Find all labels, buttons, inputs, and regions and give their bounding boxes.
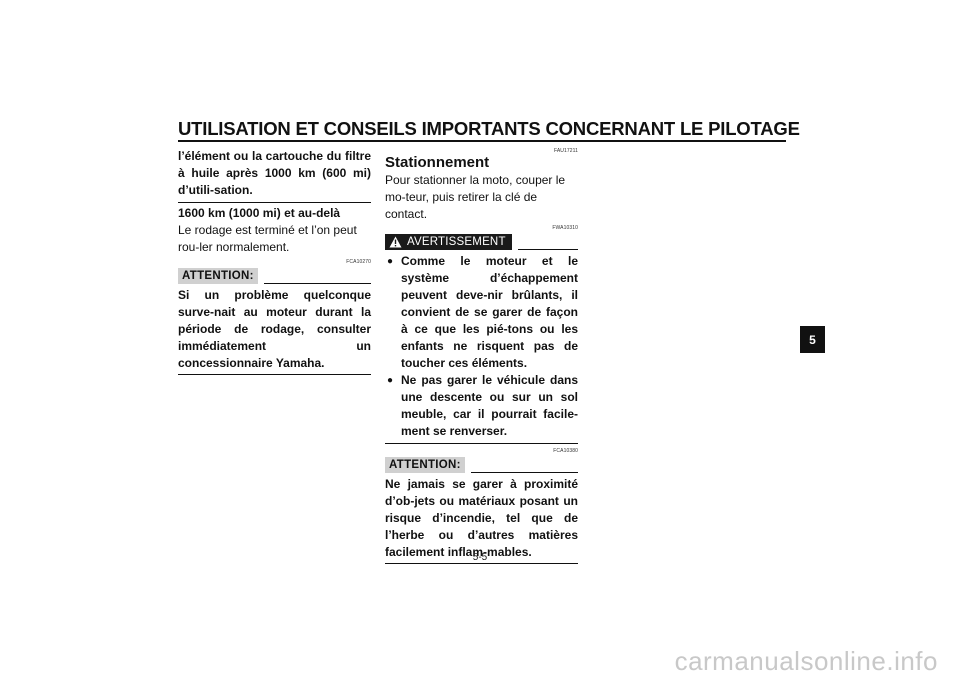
bullet-text: Comme le moteur et le système d’échappem… [401,254,578,370]
attention-label: ATTENTION: [385,457,465,473]
attention-code: FCA10270 [346,259,371,265]
intro-paragraph: l’élément ou la cartouche du filtre à hu… [178,149,371,197]
section-divider [178,202,371,203]
warning-code: FWA10310 [552,225,578,231]
warning-end-rule [385,443,578,444]
attention-header: ATTENTION: [385,457,578,473]
bullet-text: Ne pas garer le véhicule dans une descen… [401,373,578,438]
section-code: FAU17211 [553,148,578,154]
attention-header-rule [263,283,371,284]
chapter-tab: 5 [800,326,825,353]
attention-text: Ne jamais se garer à proximité d’ob-jets… [385,477,578,559]
warning-bullet-item: ● Comme le moteur et le système d’échapp… [385,253,578,372]
attention-header: ATTENTION: [178,268,371,284]
body-paragraph: Le rodage est terminé et l’on peut rou-l… [178,223,357,254]
attention-label: ATTENTION: [178,268,258,284]
warning-bullet-list: ● Comme le moteur et le système d’échapp… [385,253,578,440]
warning-bullet-item: ● Ne pas garer le véhicule dans une desc… [385,372,578,440]
header-rule [178,140,786,142]
section-body: Pour stationner la moto, couper le mo-te… [385,173,566,221]
right-column: FAU17211 Stationnement Pour stationner l… [385,148,578,564]
page-number: 5-5 [472,552,488,563]
watermark: carmanualsonline.info [674,646,938,676]
warning-triangle-icon [389,236,402,248]
warning-label-box: AVERTISSEMENT [385,234,512,250]
attention-header-rule [470,472,578,473]
bullet-icon: ● [387,375,394,386]
bullet-icon: ● [387,256,394,267]
page-header-title: UTILISATION ET CONSEILS IMPORTANTS CONCE… [178,118,800,139]
subheading: 1600 km (1000 mi) et au-delà [178,206,341,220]
warning-header-rule [517,249,578,250]
warning-header: AVERTISSEMENT [385,234,578,250]
attention-text: Si un problème quelconque surve-nait au … [178,288,371,370]
warning-label: AVERTISSEMENT [407,236,506,248]
attention-end-rule [385,563,578,564]
left-column: l’élément ou la cartouche du filtre à hu… [178,148,371,375]
attention-code: FCA10380 [553,448,578,454]
section-title: Stationnement [385,154,490,171]
attention-end-rule [178,374,371,375]
